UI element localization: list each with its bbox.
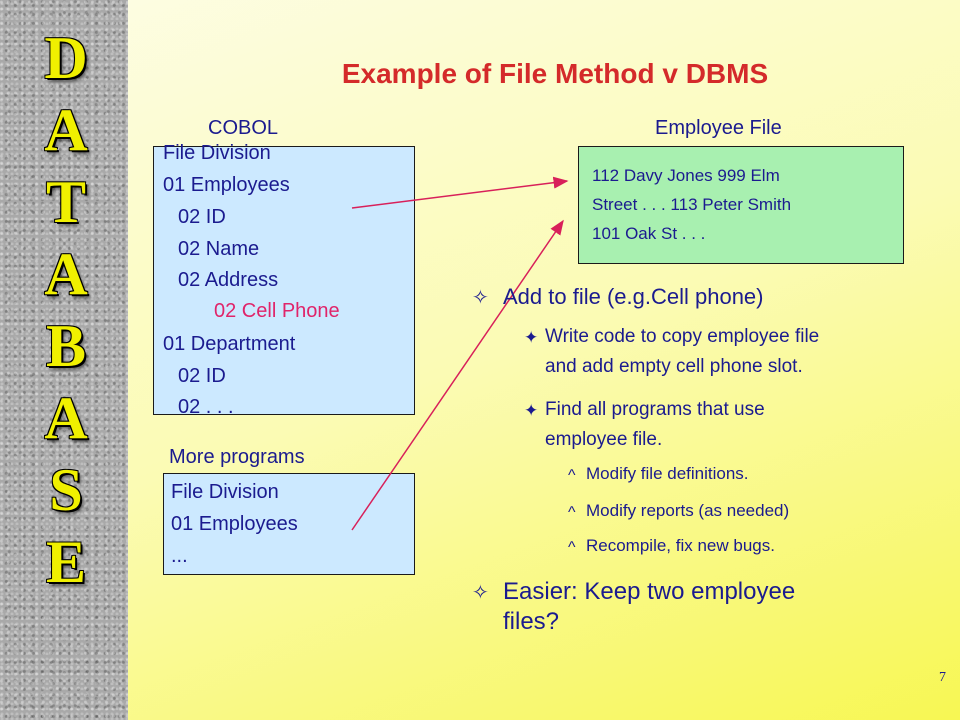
cobol-line-cell-phone: 02 Cell Phone [214,300,340,322]
cobol-line: 02 ID [178,365,226,387]
employee-file-box [578,146,904,264]
cobol-line: 01 Employees [163,174,290,196]
sidebar-database-banner: D A T A B A S E [0,0,128,720]
employee-record-line: 112 Davy Jones 999 Elm [592,166,780,185]
bullet-level1-icon: ✧ [472,287,489,309]
bullet-level2-icon: ✦ [524,401,539,420]
bullet-line: and add empty cell phone slot. [545,356,803,377]
bullet-modify-reports: Modify reports (as needed) [586,501,790,520]
bullet-add-to-file: Add to file (e.g.Cell phone) [503,284,764,309]
sidebar-letters: D A T A B A S E [34,22,98,598]
cobol-line: 02 Address [178,269,279,291]
employee-file-label: Employee File [655,117,782,139]
bullet-line: Easier: Keep two employee [503,578,796,605]
sidebar-letter: A [44,97,88,163]
cobol-label: COBOL [208,117,279,139]
employee-record-line: 101 Oak St . . . [592,224,706,243]
cobol-line: 02 . . . [178,396,234,418]
slide-number: 7 [939,670,946,685]
sidebar-letter: E [45,529,87,595]
more-programs-box [163,473,415,575]
sidebar-letter: S [49,457,83,523]
slide-title: Example of File Method v DBMS [341,58,769,89]
sidebar-letter: T [45,169,87,235]
bullet-line: Find all programs that use [545,399,765,420]
employee-record-line: Street . . . 113 Peter Smith [592,195,792,214]
bullet-recompile: Recompile, fix new bugs. [586,536,775,555]
bullet-line: files? [503,608,560,635]
bullet-write-code: Write code to copy employee file and add… [545,322,819,382]
cobol-line: File Division [163,142,271,164]
cobol-line: 02 ID [178,206,226,228]
bullet-level3-icon: ^ [568,504,576,521]
more-programs-line: File Division [171,481,279,503]
sidebar-letter: A [44,241,88,307]
sidebar-letter: D [44,25,88,91]
more-programs-line: ... [171,545,188,567]
cobol-definition-box [153,146,415,415]
bullet-level1-icon: ✧ [472,582,489,604]
bullet-level3-icon: ^ [568,467,576,484]
bullet-line: employee file. [545,429,663,450]
bullet-modify-definitions: Modify file definitions. [586,464,749,483]
arrow-cobol-to-file [351,176,569,209]
sidebar-letter: A [44,385,88,451]
bullet-find-programs: Find all programs that use employee file… [545,395,765,455]
sidebar-letter: B [45,313,87,379]
more-programs-label: More programs [169,446,305,468]
bullet-level2-icon: ✦ [524,328,539,347]
bullet-level3-icon: ^ [568,539,576,556]
bullet-line: Write code to copy employee file [545,326,820,347]
bullet-easier: Easier: Keep two employee files? [503,577,795,637]
cobol-line: 01 Department [163,333,296,355]
cobol-line: 02 Name [178,238,260,260]
more-programs-line: 01 Employees [171,513,298,535]
arrow-program-to-file [351,219,564,531]
